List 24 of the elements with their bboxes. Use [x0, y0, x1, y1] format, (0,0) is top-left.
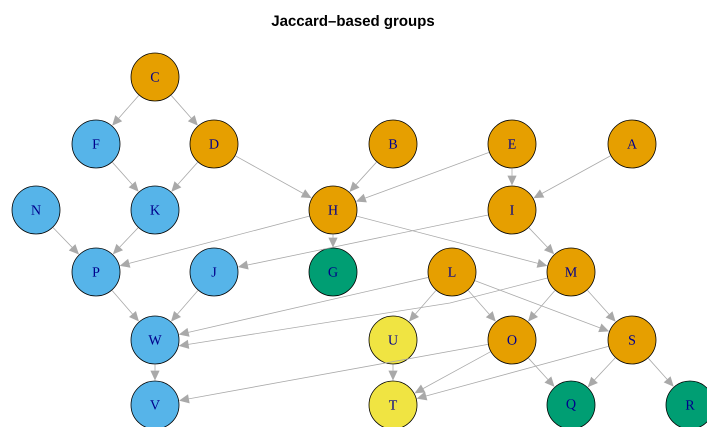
chart-title: Jaccard–based groups [272, 14, 434, 30]
graph-node: T [368, 380, 418, 427]
graph-node: J [190, 248, 238, 296]
graph-node: S [608, 316, 656, 364]
graph-node: A [608, 120, 656, 168]
graph-node: V [130, 380, 180, 427]
graph-node: R [666, 380, 707, 427]
graph-node: M [546, 248, 596, 296]
graph-node: K [130, 186, 180, 234]
graph-node: E [488, 120, 536, 168]
graph-node: Q [546, 380, 596, 427]
graph-node: H [308, 186, 358, 234]
graph-node: F [72, 120, 120, 168]
graph-node: P [72, 248, 120, 296]
graph-node: U [368, 316, 418, 364]
graph-node: W [130, 316, 180, 364]
graph-node: G [308, 248, 358, 296]
graph-node: C [130, 52, 180, 102]
graph-node: B [368, 120, 418, 168]
graph-node: N [12, 186, 60, 234]
graph-node: D [190, 120, 238, 168]
graph-node: L [428, 248, 476, 296]
graph-node: O [488, 316, 536, 364]
graph-node: I [488, 186, 536, 234]
